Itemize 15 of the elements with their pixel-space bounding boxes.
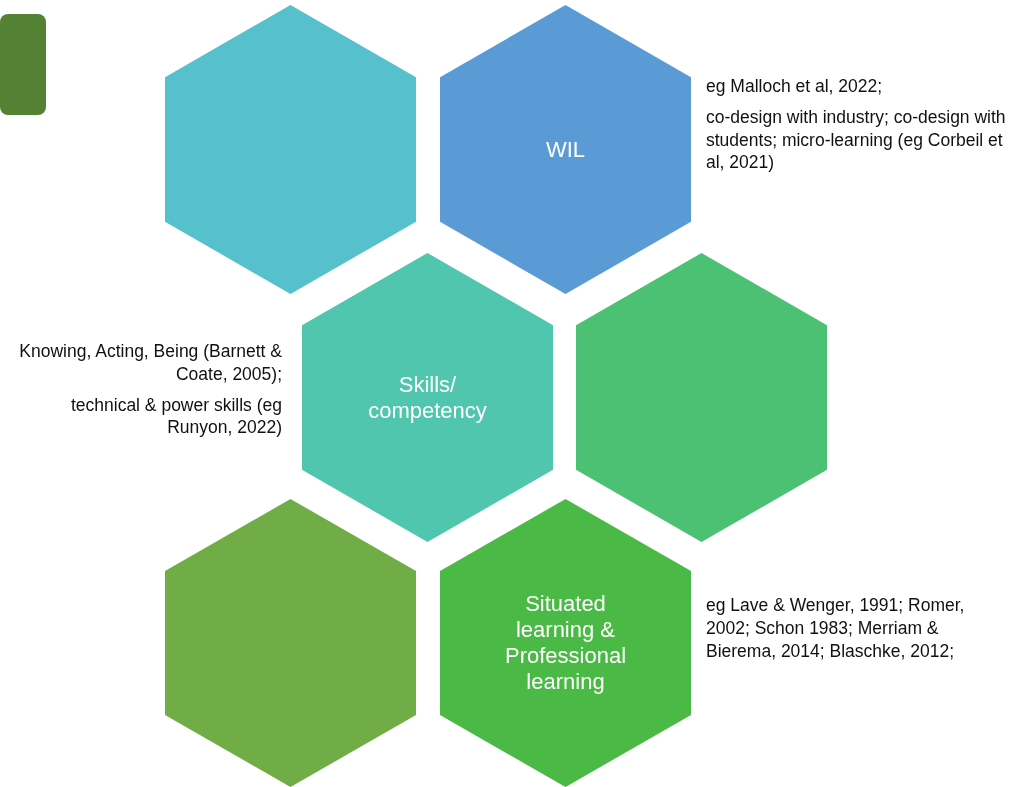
rounded-box	[0, 14, 46, 115]
hexagon	[165, 5, 416, 294]
hexagon	[440, 499, 691, 787]
hexagon-label: Situated learning & Professional learning	[503, 591, 628, 695]
hexagon	[576, 253, 827, 542]
reference-note: technical & power skills (eg Runyon, 2022)	[69, 393, 282, 439]
reference-note: Knowing, Acting, Being (Barnett & Coate, 2005);	[18, 340, 282, 386]
hexagon	[440, 5, 691, 294]
hexagon-label: Skills/ competency	[367, 371, 488, 424]
hexagon	[302, 253, 553, 542]
reference-note: co-design with industry; co-design with students; micro-learning (eg Corbeil et al, 2021)	[706, 105, 1007, 174]
reference-note: eg Malloch et al, 2022;	[706, 75, 884, 98]
hexagon-label: WIL	[545, 136, 586, 163]
hexagon	[165, 499, 416, 787]
reference-note: eg Lave & Wenger, 1991; Romer, 2002; Schon 1983; Merriam & Bierema, 2014; Blaschke, 2012;	[706, 594, 966, 663]
